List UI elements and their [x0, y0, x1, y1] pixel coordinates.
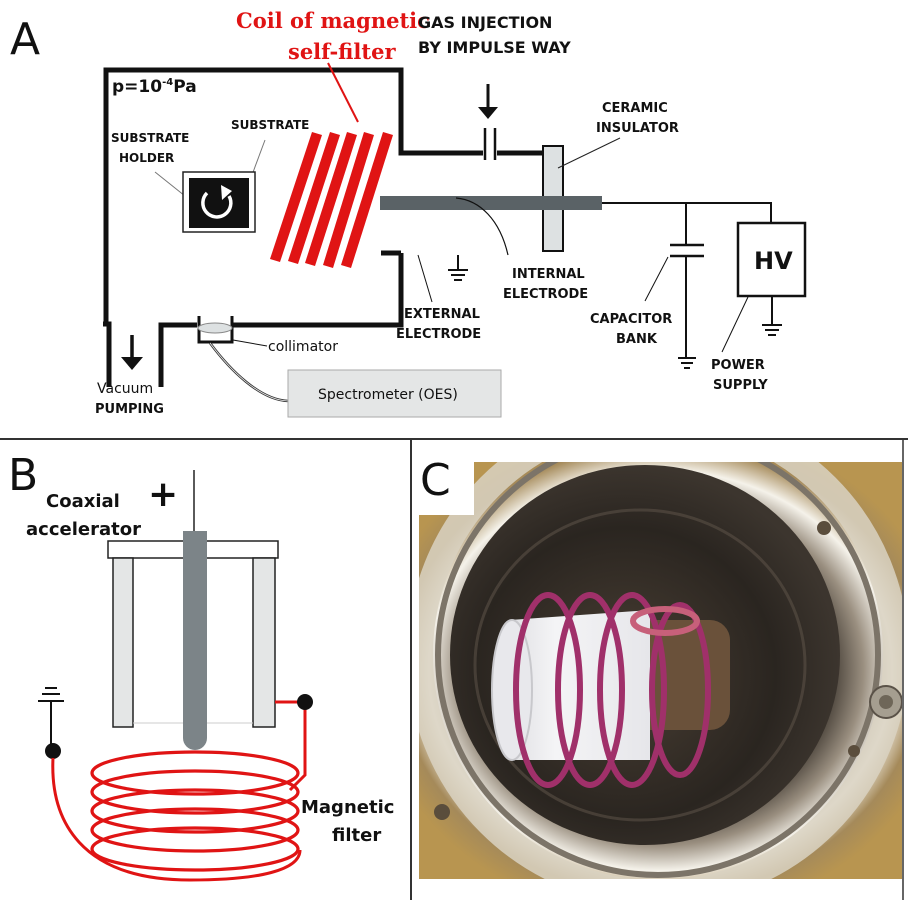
ceramic-tube-photo: [492, 610, 650, 760]
panel-a: A p=10-4Pa SUBSTRATE HOLDER SUBSTRATE Co…: [10, 8, 807, 418]
panel-c-letter: C: [420, 455, 451, 506]
collimator-lens: [197, 322, 233, 334]
filter-wire-right: [275, 700, 307, 792]
vacuum-chamber-wall: [103, 67, 545, 387]
vacuum-pump-left-wall: [103, 321, 112, 387]
substrate-holder-label-1: SUBSTRATE: [111, 131, 189, 145]
central-electrode: [183, 531, 207, 750]
hv-label: HV: [754, 247, 793, 275]
positive-terminal: +: [148, 474, 178, 515]
gas-inlet-arrow-icon: [478, 84, 498, 119]
coil-loop: [90, 826, 300, 872]
coil-loop: [597, 592, 667, 788]
panel-b-letter: B: [8, 450, 38, 501]
connection-node: [45, 743, 61, 759]
coil-loop: [90, 788, 300, 834]
coil-loop: [90, 769, 300, 815]
coil-turn: [323, 132, 374, 268]
pressure-label: p=10-4Pa: [112, 77, 197, 97]
vacuum-arrow-icon: [121, 335, 143, 370]
power-supply-label-2: SUPPLY: [713, 378, 768, 393]
coil-loop: [90, 807, 300, 853]
gas-injection-label-2: BY IMPULSE WAY: [418, 38, 571, 57]
ground-icon: [762, 324, 782, 336]
magnetic-self-filter-coil: [270, 132, 393, 268]
connection-node: [297, 694, 313, 710]
substrate-holder-label-2: HOLDER: [119, 151, 174, 165]
filter-coil-photo: [513, 592, 711, 788]
substrate-holder: [189, 178, 249, 228]
coil-turn: [288, 132, 340, 264]
internal-electrode-label-1: INTERNAL: [512, 267, 585, 282]
panel-c-label-bg: [414, 443, 474, 515]
ground-icon: [448, 255, 468, 281]
outer-electrode-right: [252, 557, 276, 728]
magnetic-filter-label-2: filter: [332, 825, 381, 846]
outer-electrode-left: [112, 557, 134, 728]
collimator-label: collimator: [268, 339, 338, 355]
vacuum-label-2: PUMPING: [95, 402, 164, 417]
ground-icon: [38, 687, 64, 750]
substrate-label: SUBSTRATE: [231, 118, 309, 132]
coaxial-label-1: Coaxial: [46, 491, 120, 512]
holder-leader-line: [154, 171, 186, 197]
coil-loop: [630, 606, 700, 636]
gas-injection-label-1: GAS INJECTION: [418, 13, 552, 32]
hv-wire: [602, 202, 772, 222]
power-supply-label-1: POWER: [711, 358, 765, 373]
internal-electrode: [380, 196, 602, 210]
coil-turn: [341, 132, 393, 268]
coil-loop: [555, 592, 625, 788]
panel-c-photo: [419, 462, 902, 879]
coil-loop: [649, 602, 711, 778]
substrate-leader-line: [251, 139, 266, 176]
capacitor-label-2: BANK: [616, 332, 658, 347]
coil-leader-line: [327, 62, 359, 123]
external-electrode-leader: [417, 254, 433, 303]
chamber-flange-ring: [419, 462, 902, 879]
power-supply-leader: [721, 296, 749, 353]
capacitor-leader: [644, 256, 669, 302]
spectrometer-box: [287, 369, 502, 418]
panel-b: B + Coaxial accelerator Magnetic: [8, 450, 394, 882]
coil-label-2: self-filter: [288, 39, 396, 64]
internal-electrode-label-2: ELECTRODE: [503, 287, 588, 302]
coil-turn: [270, 132, 322, 262]
spectrometer-label: Spectrometer (OES): [318, 387, 458, 403]
rotation-icon: [201, 185, 233, 219]
filter-wire-left: [51, 757, 302, 882]
coil-loop: [90, 750, 300, 796]
collimator-leader: [232, 339, 268, 347]
bolt-hole: [817, 521, 831, 535]
external-electrode-label-2: ELECTRODE: [396, 327, 481, 342]
ceramic-label-1: CERAMIC: [602, 101, 668, 116]
capacitor-label-1: CAPACITOR: [590, 312, 672, 327]
magnetic-filter-label-1: Magnetic: [301, 797, 394, 818]
coil-label-1: Coil of magnetic: [236, 8, 430, 33]
ceramic-leader-line: [557, 137, 621, 169]
external-electrode-label-1: EXTERNAL: [404, 307, 480, 322]
vacuum-label-1: Vacuum: [97, 381, 153, 397]
bolt-hole: [434, 804, 450, 820]
internal-electrode-leader: [455, 197, 509, 256]
coil-loop: [513, 592, 583, 788]
coaxial-label-2: accelerator: [26, 519, 141, 540]
ground-icon: [678, 357, 696, 369]
ceramic-label-2: INSULATOR: [596, 121, 679, 136]
bolt-hole: [848, 745, 860, 757]
coil-turn: [305, 132, 357, 266]
panel-a-letter: A: [10, 14, 40, 65]
magnetic-filter-coil: [90, 750, 300, 872]
